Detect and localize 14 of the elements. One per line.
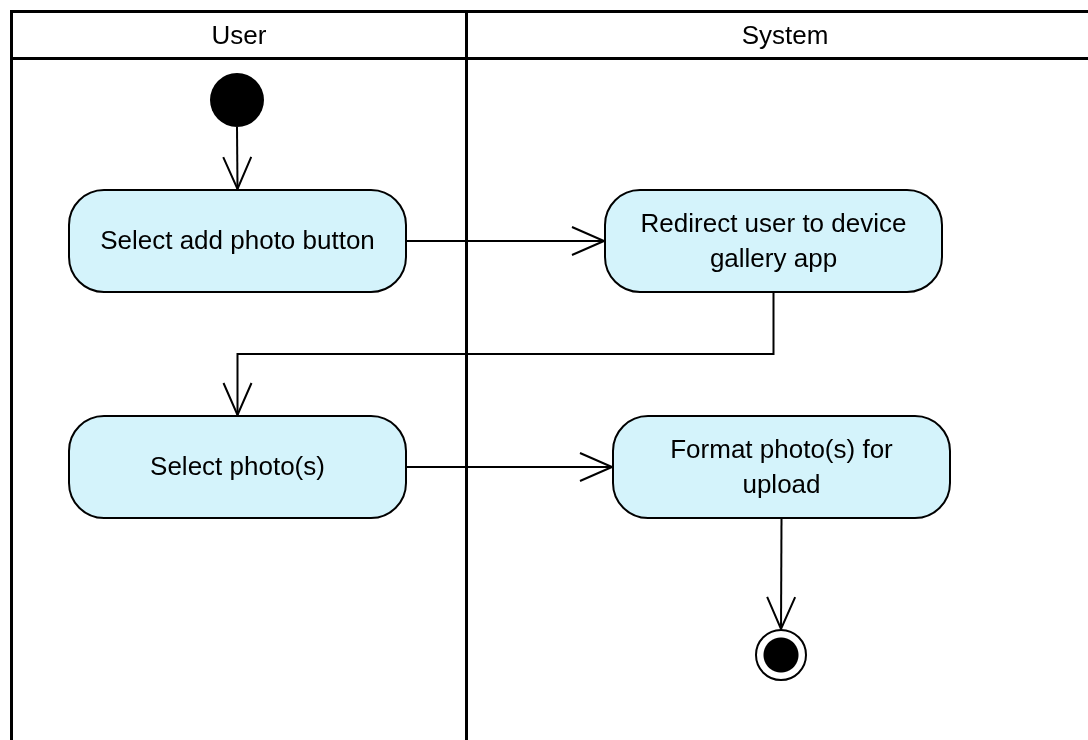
- swimlane: [10, 10, 468, 740]
- end-node: [755, 629, 807, 681]
- arrow: [406, 226, 605, 256]
- lane-title: User: [211, 19, 267, 51]
- lane-title: System: [741, 19, 829, 51]
- arrow: [222, 126, 253, 190]
- activity-box: Select add photo button: [68, 189, 407, 293]
- arrow: [222, 292, 775, 416]
- arrow: [406, 452, 613, 482]
- activity-box: Format photo(s) for upload: [612, 415, 951, 519]
- activity-box: Select photo(s): [68, 415, 407, 519]
- activity-box: Redirect user to device gallery app: [604, 189, 943, 293]
- arrow: [766, 518, 797, 630]
- start-node: [210, 73, 264, 127]
